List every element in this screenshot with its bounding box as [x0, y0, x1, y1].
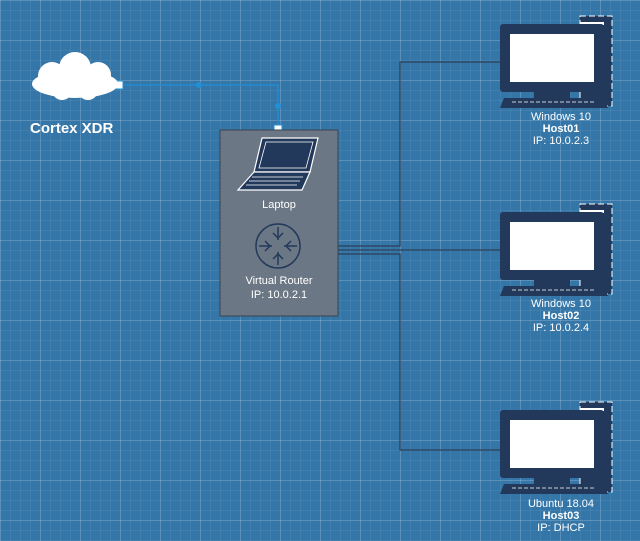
- laptop-icon[interactable]: [236, 137, 319, 191]
- host-name: Host03: [542, 510, 580, 522]
- router-icon[interactable]: [255, 223, 301, 269]
- desktop-icon-host02[interactable]: [500, 203, 613, 296]
- router-label: Virtual Router: [245, 275, 313, 287]
- laptop-label: Laptop: [262, 199, 296, 211]
- host-label-host03: Ubuntu 18.04 Host03 IP: DHCP: [481, 498, 640, 534]
- connector-waypoint[interactable]: [275, 103, 281, 109]
- host-ip: IP: 10.0.2.3: [532, 135, 590, 147]
- link-router-host01: [299, 61, 500, 247]
- cloud-connector: [114, 80, 283, 134]
- connector-waypoint[interactable]: [196, 82, 202, 88]
- desktop-icon-host03[interactable]: [500, 401, 613, 494]
- desktop-icon-host01[interactable]: [500, 15, 613, 108]
- host-ip: IP: 10.0.2.4: [532, 322, 590, 334]
- host-os: Ubuntu 18.04: [527, 498, 595, 510]
- host-os: Windows 10: [531, 298, 591, 310]
- host-name: Host02: [542, 310, 580, 322]
- link-router-host03: [299, 253, 500, 451]
- router-ip: IP: 10.0.2.1: [250, 289, 308, 301]
- cloud-icon[interactable]: [32, 52, 118, 100]
- host-label-host02: Windows 10 Host02 IP: 10.0.2.4: [481, 298, 640, 334]
- host-name: Host01: [542, 123, 580, 135]
- host-os: Windows 10: [531, 111, 591, 123]
- host-label-host01: Windows 10 Host01 IP: 10.0.2.3: [481, 111, 640, 147]
- host-ip: IP: DHCP: [537, 522, 585, 534]
- cloud-label: Cortex XDR: [30, 120, 114, 137]
